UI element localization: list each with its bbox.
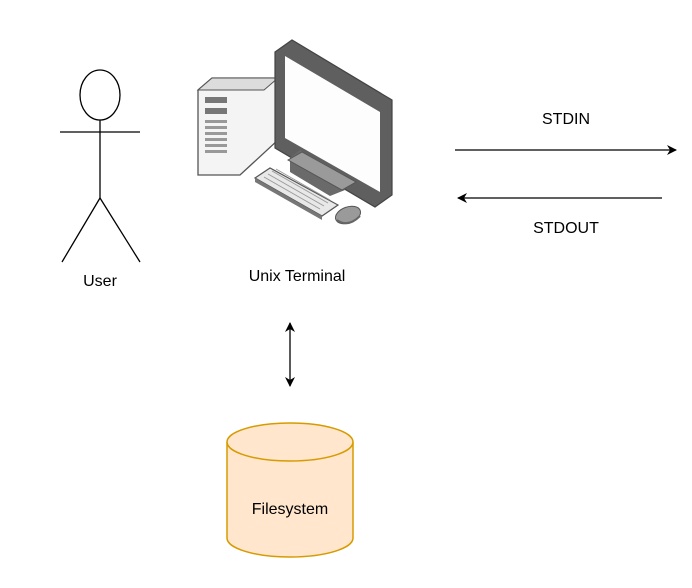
- stdout-label: STDOUT: [533, 220, 599, 237]
- user-label: User: [83, 273, 117, 290]
- terminal-label: Unix Terminal: [249, 268, 346, 285]
- stdin-label: STDIN: [542, 111, 590, 128]
- stick-figure-icon: [60, 69, 141, 263]
- terminal-node[interactable]: Unix Terminal: [196, 39, 393, 285]
- filesystem-node[interactable]: Filesystem: [226, 422, 354, 558]
- stdout-edge[interactable]: STDOUT: [457, 193, 662, 237]
- stdin-edge[interactable]: STDIN: [455, 111, 677, 155]
- user-node[interactable]: User: [60, 69, 141, 290]
- desktop-computer-icon: [196, 39, 393, 225]
- filesystem-label: Filesystem: [252, 501, 328, 518]
- database-cylinder-icon: [226, 422, 354, 558]
